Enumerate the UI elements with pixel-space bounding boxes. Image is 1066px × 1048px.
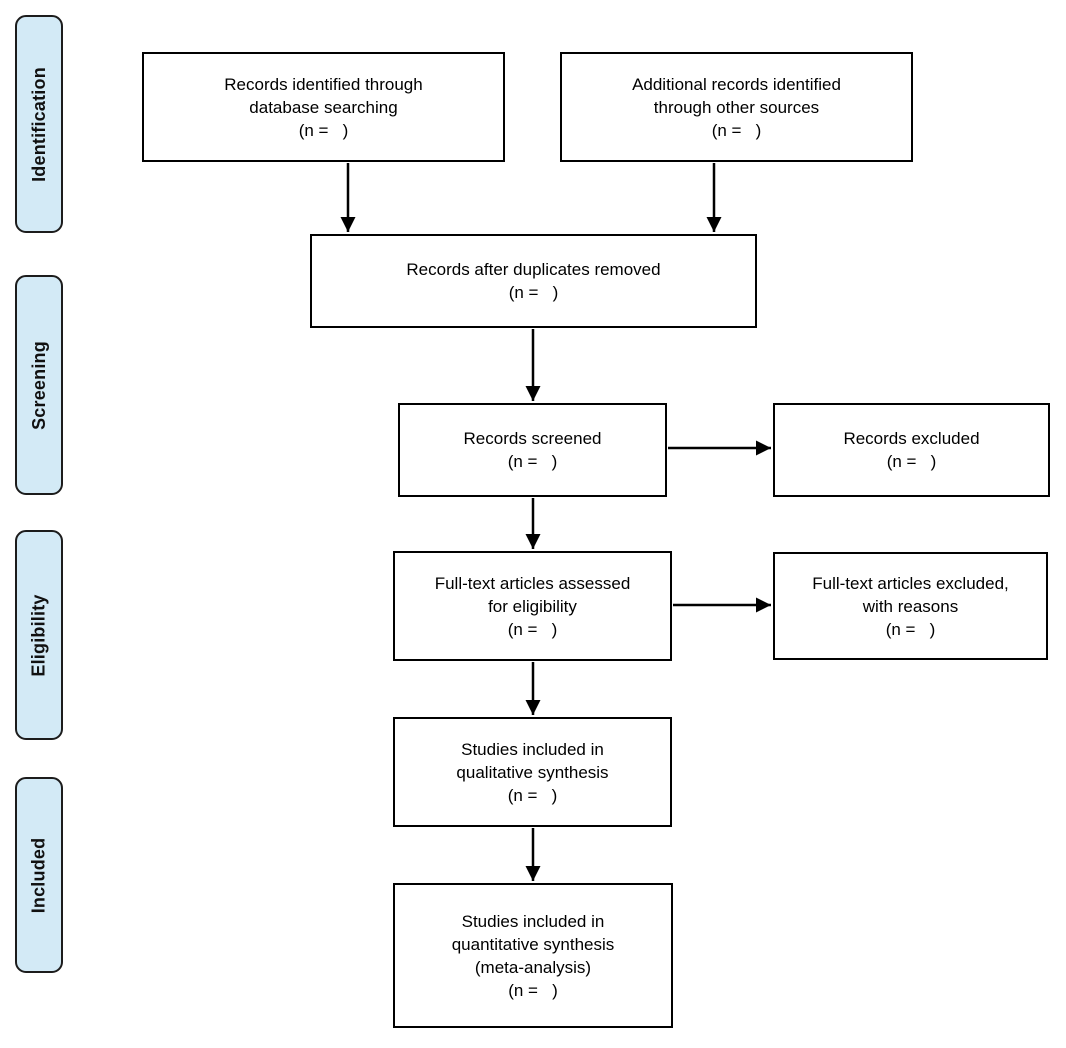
- box-records-excluded: Records excluded (n = ): [773, 403, 1050, 497]
- phase-label-included: Included: [15, 777, 63, 973]
- box-records-screened: Records screened (n = ): [398, 403, 667, 497]
- box-text: Records after duplicates removed (n = ): [406, 260, 661, 302]
- box-text: Additional records identified through ot…: [632, 74, 841, 140]
- box-records-identified: Records identified through database sear…: [142, 52, 505, 162]
- box-quantitative-synthesis: Studies included in quantitative synthes…: [393, 883, 673, 1028]
- box-after-duplicates: Records after duplicates removed (n = ): [310, 234, 757, 328]
- box-text: Records excluded (n = ): [843, 429, 980, 471]
- phase-label-text: Included: [28, 837, 49, 913]
- box-text: Records screened (n = ): [463, 429, 602, 471]
- phase-label-text: Eligibility: [28, 593, 49, 677]
- phase-label-text: Identification: [28, 66, 49, 182]
- box-fulltext-excluded: Full-text articles excluded, with reason…: [773, 552, 1048, 660]
- box-fulltext-assessed: Full-text articles assessed for eligibil…: [393, 551, 672, 661]
- phase-label-identification: Identification: [15, 15, 63, 233]
- box-additional-records: Additional records identified through ot…: [560, 52, 913, 162]
- box-text: Studies included in qualitative synthesi…: [456, 739, 609, 805]
- box-text: Full-text articles assessed for eligibil…: [434, 573, 631, 639]
- phase-label-eligibility: Eligibility: [15, 530, 63, 740]
- phase-label-text: Screening: [28, 340, 49, 430]
- box-text: Records identified through database sear…: [224, 74, 423, 140]
- phase-label-screening: Screening: [15, 275, 63, 495]
- box-text: Full-text articles excluded, with reason…: [812, 573, 1009, 639]
- box-text: Studies included in quantitative synthes…: [451, 911, 615, 1000]
- box-qualitative-synthesis: Studies included in qualitative synthesi…: [393, 717, 672, 827]
